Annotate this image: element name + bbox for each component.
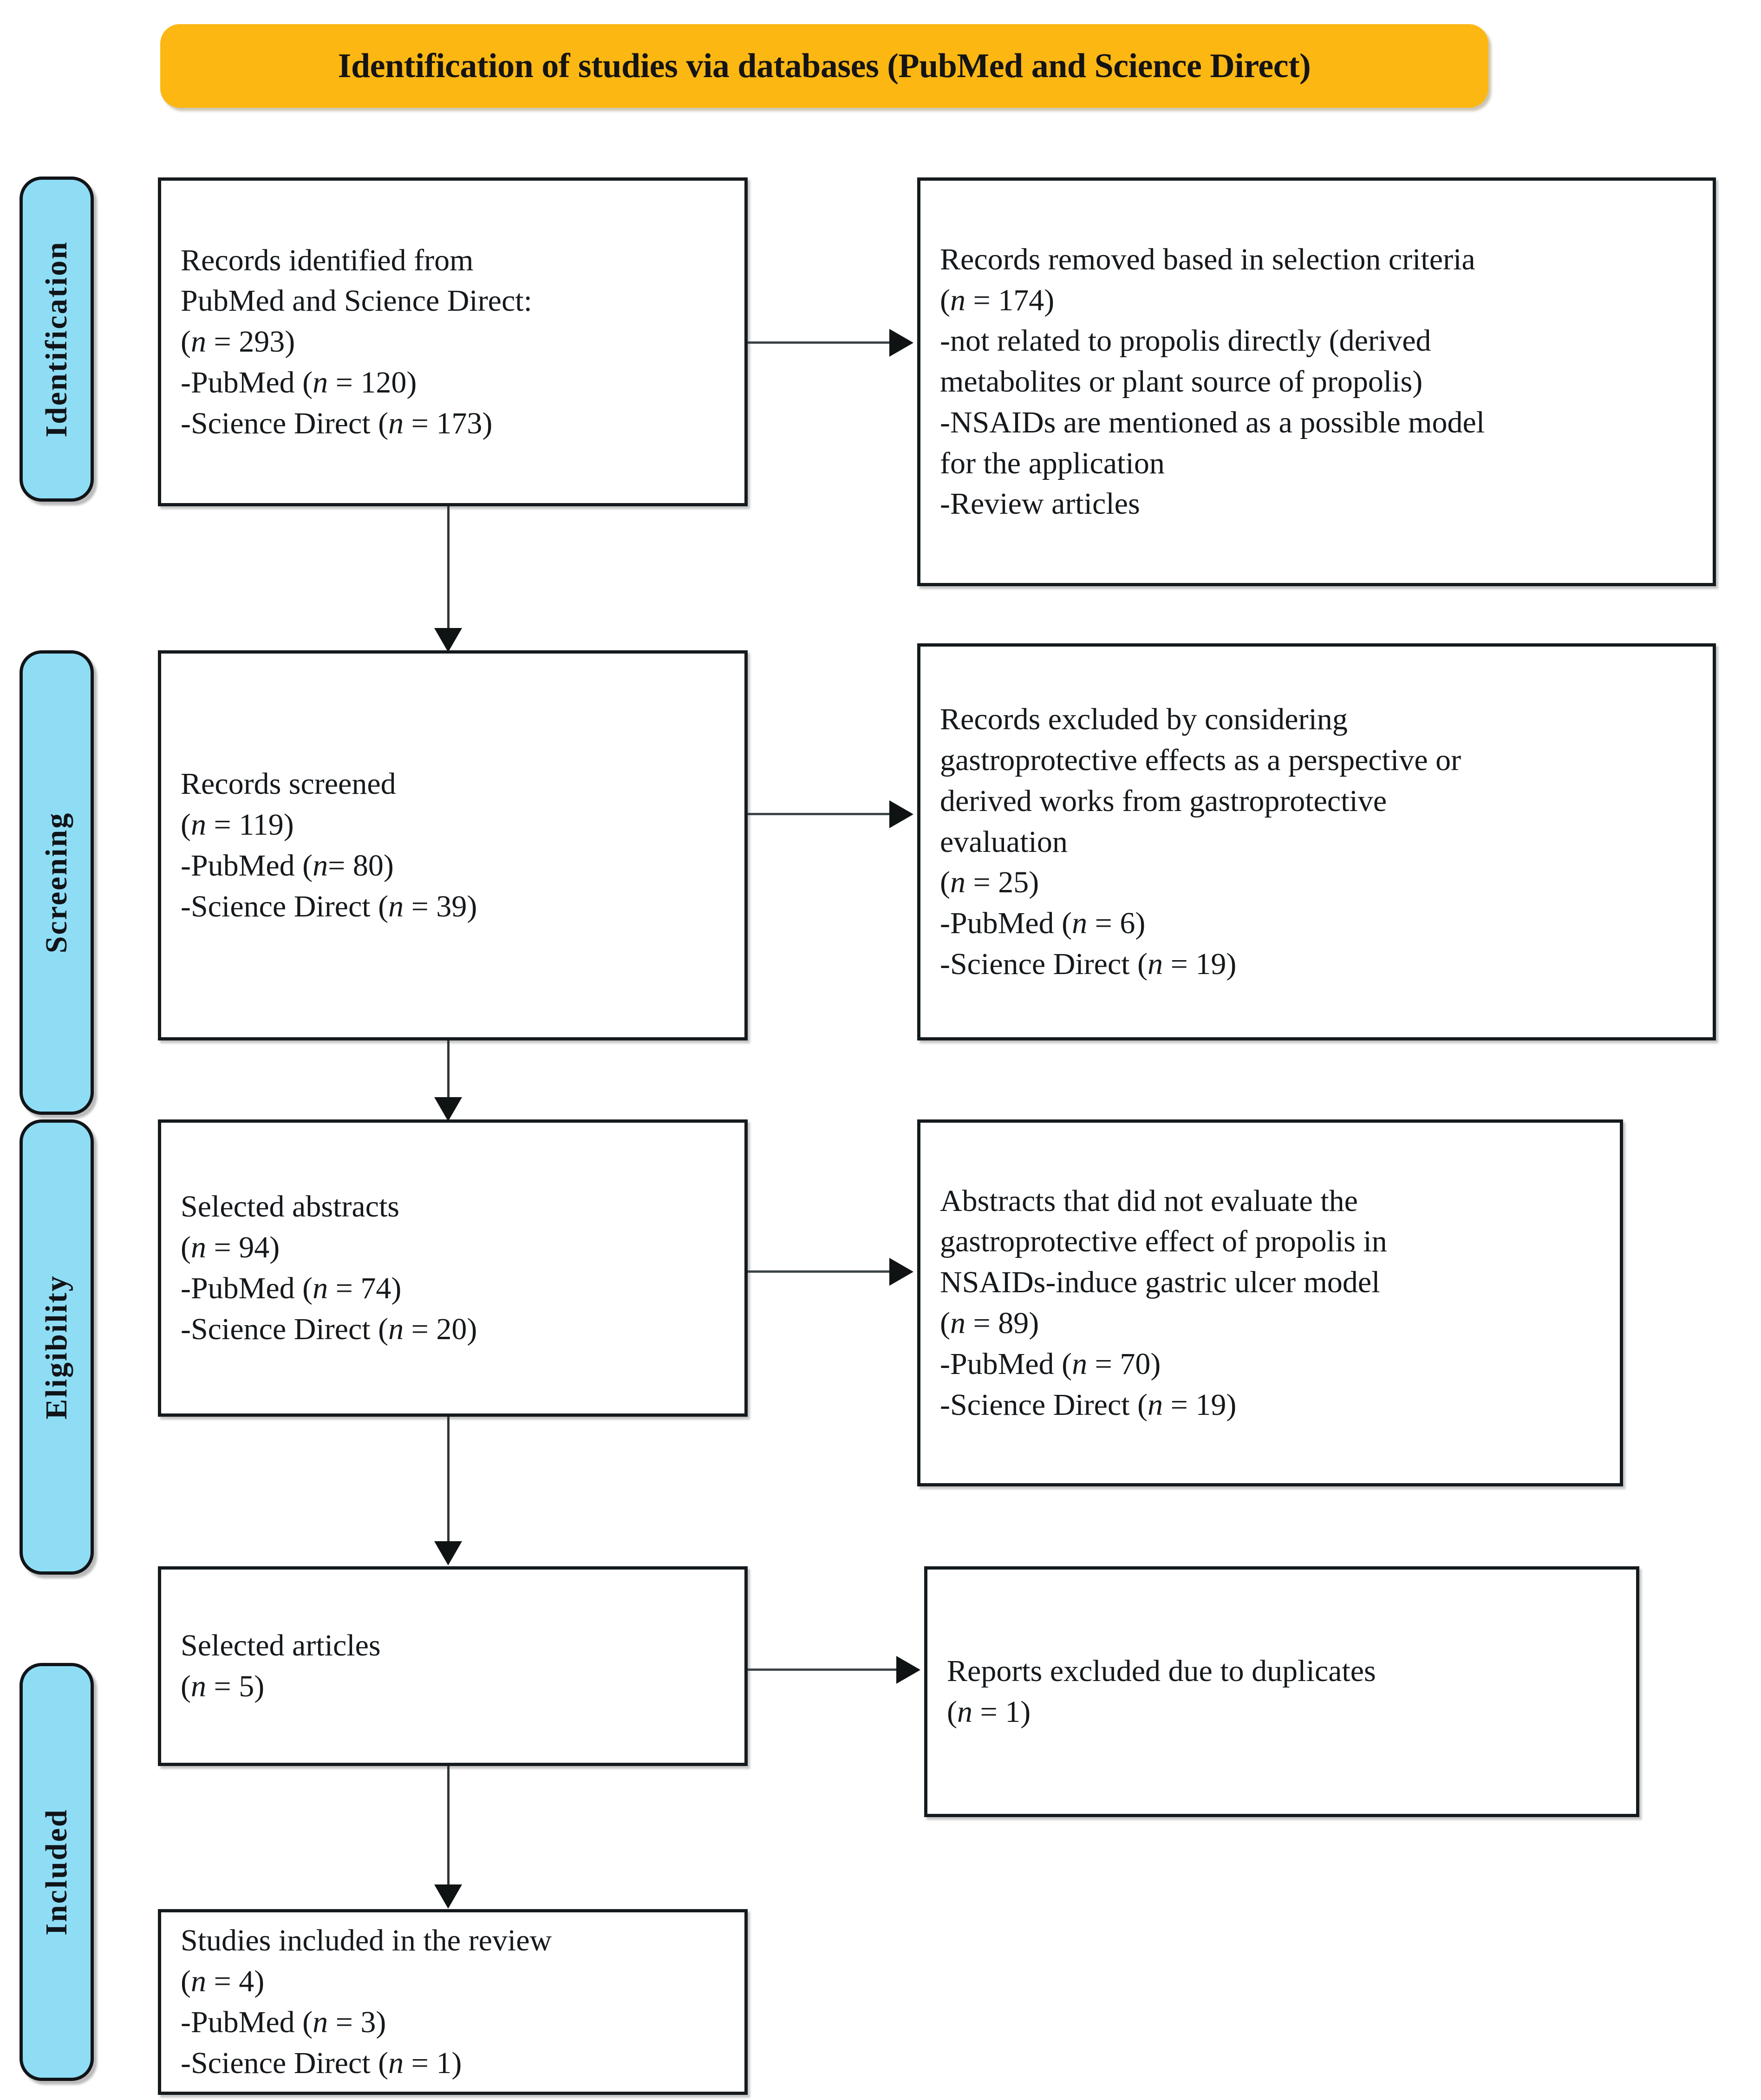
box-line: gastroprotective effects as a perspectiv… (940, 743, 1461, 778)
arrow-articles-to-duplicates (748, 1668, 896, 1671)
arrow-screened-to-abstracts (447, 1040, 450, 1097)
box-selected-articles: Selected articles (n = 5) (158, 1566, 748, 1766)
diagram-title-banner: Identification of studies via databases … (160, 24, 1488, 108)
box-line: PubMed and Science Direct: (181, 284, 532, 318)
box-line: (n = 94) (181, 1230, 280, 1265)
box-line: NSAIDs-induce gastric ulcer model (940, 1265, 1380, 1300)
box-line: (n = 5) (181, 1669, 265, 1703)
box-line: -not related to propolis directly (deriv… (940, 324, 1431, 358)
box-records-identified: Records identified from PubMed and Scien… (158, 177, 748, 506)
box-line: Records excluded by considering (940, 702, 1348, 737)
box-line: Studies included in the review (181, 1923, 552, 1958)
arrow-identified-to-removed (748, 341, 889, 344)
box-line: Selected articles (181, 1629, 381, 1663)
box-line: -PubMed (n = 74) (181, 1271, 402, 1305)
arrow-abstracts-to-excluded (748, 1270, 889, 1273)
box-line: (n = 89) (940, 1306, 1039, 1340)
box-line: (n = 25) (940, 865, 1039, 900)
box-line: Reports excluded due to duplicates (947, 1654, 1376, 1688)
box-line: (n = 4) (181, 1964, 265, 1999)
box-line: Selected abstracts (181, 1190, 399, 1224)
box-line: Records identified from (181, 243, 474, 277)
box-line: gastroprotective effect of propolis in (940, 1224, 1387, 1259)
arrow-abstracts-to-articles (447, 1417, 450, 1541)
stage-label-screening: Screening (39, 811, 73, 954)
box-records-excluded-gastroprotective: Records excluded by considering gastropr… (917, 643, 1716, 1040)
box-line: -PubMed (n = 6) (940, 906, 1146, 941)
box-line: -Science Direct (n = 20) (181, 1312, 477, 1346)
stage-pill-identification: Identification (20, 177, 94, 502)
stage-label-eligibility: Eligibility (39, 1275, 73, 1420)
box-line: Records screened (181, 767, 396, 801)
box-reports-excluded-duplicates: Reports excluded due to duplicates (n = … (924, 1566, 1639, 1817)
arrow-head-screened-to-abstracts (434, 1097, 462, 1121)
arrow-head-screened-to-excluded (889, 800, 913, 828)
box-line: Records removed based in selection crite… (940, 242, 1475, 276)
box-line: -NSAIDs are mentioned as a possible mode… (940, 405, 1485, 439)
box-studies-included: Studies included in the review (n = 4) -… (158, 1909, 748, 2095)
box-line: -Review articles (940, 487, 1140, 521)
box-selected-abstracts: Selected abstracts (n = 94) -PubMed (n =… (158, 1119, 748, 1417)
box-line: (n = 119) (181, 808, 294, 842)
box-line: (n = 1) (947, 1695, 1031, 1729)
box-line: for the application (940, 446, 1165, 480)
box-line: metabolites or plant source of propolis) (940, 365, 1423, 399)
box-records-removed-criteria: Records removed based in selection crite… (917, 177, 1716, 586)
arrow-head-identified-to-screened (434, 628, 462, 652)
box-line: derived works from gastroprotective (940, 784, 1387, 818)
box-line: -Science Direct (n = 173) (181, 406, 493, 440)
box-line: -Science Direct (n = 39) (181, 889, 477, 923)
stage-label-identification: Identification (39, 241, 73, 438)
diagram-title-text: Identification of studies via databases … (338, 46, 1311, 85)
arrow-screened-to-excluded (748, 813, 889, 815)
arrow-identified-to-screened (447, 506, 450, 628)
box-line: -Science Direct (n = 1) (181, 2046, 462, 2080)
arrow-head-identified-to-removed (889, 329, 913, 357)
box-line: -PubMed (n = 3) (181, 2005, 386, 2039)
arrow-head-articles-to-duplicates (896, 1656, 920, 1684)
arrow-head-abstracts-to-excluded (889, 1258, 913, 1286)
stage-label-included: Included (39, 1808, 73, 1936)
stage-pill-eligibility: Eligibility (20, 1119, 94, 1575)
box-line: evaluation (940, 824, 1068, 859)
box-line: -Science Direct (n = 19) (940, 1387, 1237, 1422)
box-records-screened: Records screened (n = 119) -PubMed (n= 8… (158, 650, 748, 1040)
box-line: Abstracts that did not evaluate the (940, 1184, 1358, 1218)
box-line: -PubMed (n = 120) (181, 365, 417, 399)
box-line: (n = 174) (940, 283, 1055, 317)
box-abstracts-excluded: Abstracts that did not evaluate the gast… (917, 1119, 1623, 1486)
box-line: (n = 293) (181, 325, 295, 359)
stage-pill-screening: Screening (20, 650, 94, 1115)
arrow-head-abstracts-to-articles (434, 1541, 462, 1565)
box-line: -PubMed (n = 70) (940, 1347, 1161, 1381)
box-line: -PubMed (n= 80) (181, 849, 394, 883)
arrow-head-articles-to-included (434, 1884, 462, 1909)
arrow-articles-to-included (447, 1766, 450, 1884)
box-line: -Science Direct (n = 19) (940, 947, 1237, 981)
stage-pill-included: Included (20, 1663, 94, 2081)
